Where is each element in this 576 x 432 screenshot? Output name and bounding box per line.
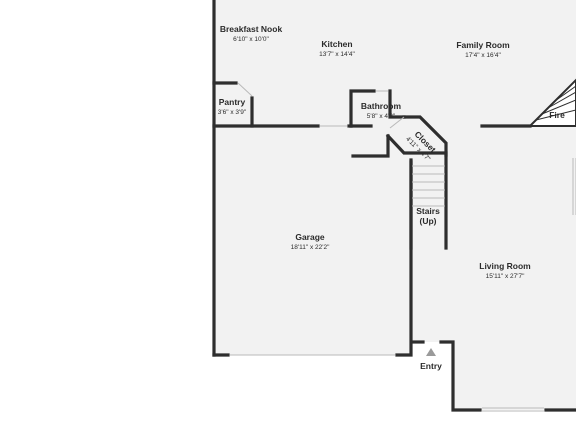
pantry-label: Pantry (219, 97, 246, 107)
pantry-door (237, 82, 253, 97)
fireplace (527, 78, 576, 127)
breakfast-nook-label: Breakfast Nook (220, 24, 283, 34)
garage-dims: 18'11" x 22'2" (291, 244, 330, 251)
closet-wall (402, 115, 448, 157)
floor-area (214, 0, 576, 410)
family-room-dims: 17'4" x 16'4" (465, 52, 501, 59)
entry-wall-east (439, 340, 482, 412)
closet-wall-west (385, 133, 448, 250)
closet-door (389, 116, 405, 129)
stairs-label: Stairs (416, 206, 440, 216)
entry-arrow-icon (426, 348, 436, 356)
bathroom-label: Bathroom (361, 101, 402, 111)
fireplace-hatch (535, 85, 576, 121)
stair-treads (412, 165, 445, 207)
family-room-label: Family Room (456, 40, 510, 50)
hall-wall (351, 134, 390, 158)
bathroom-dims: 5'8" x 4'2" (367, 113, 396, 120)
kitchen-label: Kitchen (321, 39, 352, 49)
stairs-note: (Up) (420, 216, 437, 226)
living-room-window (482, 407, 544, 412)
breakfast-nook-dims: 6'10" x 10'0" (233, 36, 269, 43)
pantry-dims: 3'6" x 3'9" (218, 109, 247, 116)
entry-label: Entry (420, 361, 442, 371)
bathroom-wall-east (388, 89, 406, 119)
fire-label: Fire (549, 110, 565, 120)
garage-label: Garage (295, 232, 325, 242)
kitchen-dims: 13'7" x 14'4" (319, 51, 355, 58)
family-room-window (572, 158, 576, 215)
living-room-dims: 15'11" x 27'7" (486, 273, 525, 280)
living-room-label: Living Room (479, 261, 531, 271)
bathroom-wall (349, 89, 376, 128)
